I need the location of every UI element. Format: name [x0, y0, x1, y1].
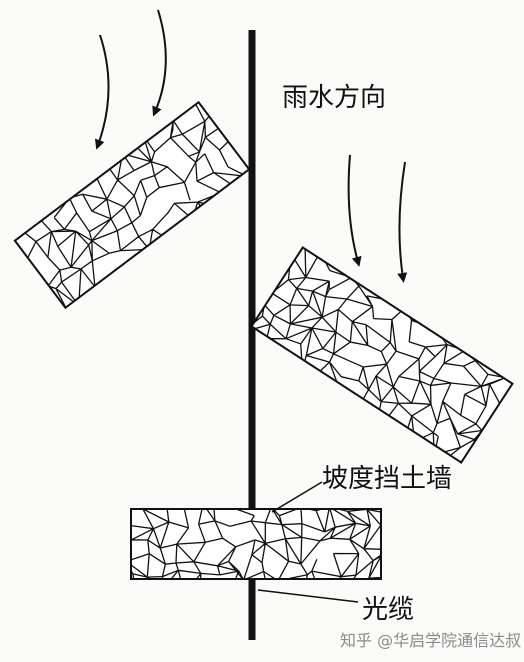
wall-block-upper-left [13, 100, 251, 310]
label-rain-direction: 雨水方向 [282, 83, 386, 113]
curved-down-arrow-icon [95, 34, 110, 150]
leader-line-fiber-cable [257, 589, 359, 603]
label-fiber-cable: 光缆 [362, 595, 414, 625]
stone-pattern-bottom [131, 509, 381, 579]
curved-down-arrow-icon [152, 9, 167, 117]
curved-down-arrow-icon [347, 154, 362, 267]
watermark-text: 知乎 @华启学院通信达叔 [340, 631, 521, 650]
wall-block-bottom [130, 508, 382, 580]
label-retaining-wall: 坡度挡土墙 [322, 464, 452, 494]
leader-line-retaining-wall [271, 481, 323, 513]
curved-down-arrow-icon [397, 161, 408, 283]
stone-crack-lines [131, 509, 381, 579]
